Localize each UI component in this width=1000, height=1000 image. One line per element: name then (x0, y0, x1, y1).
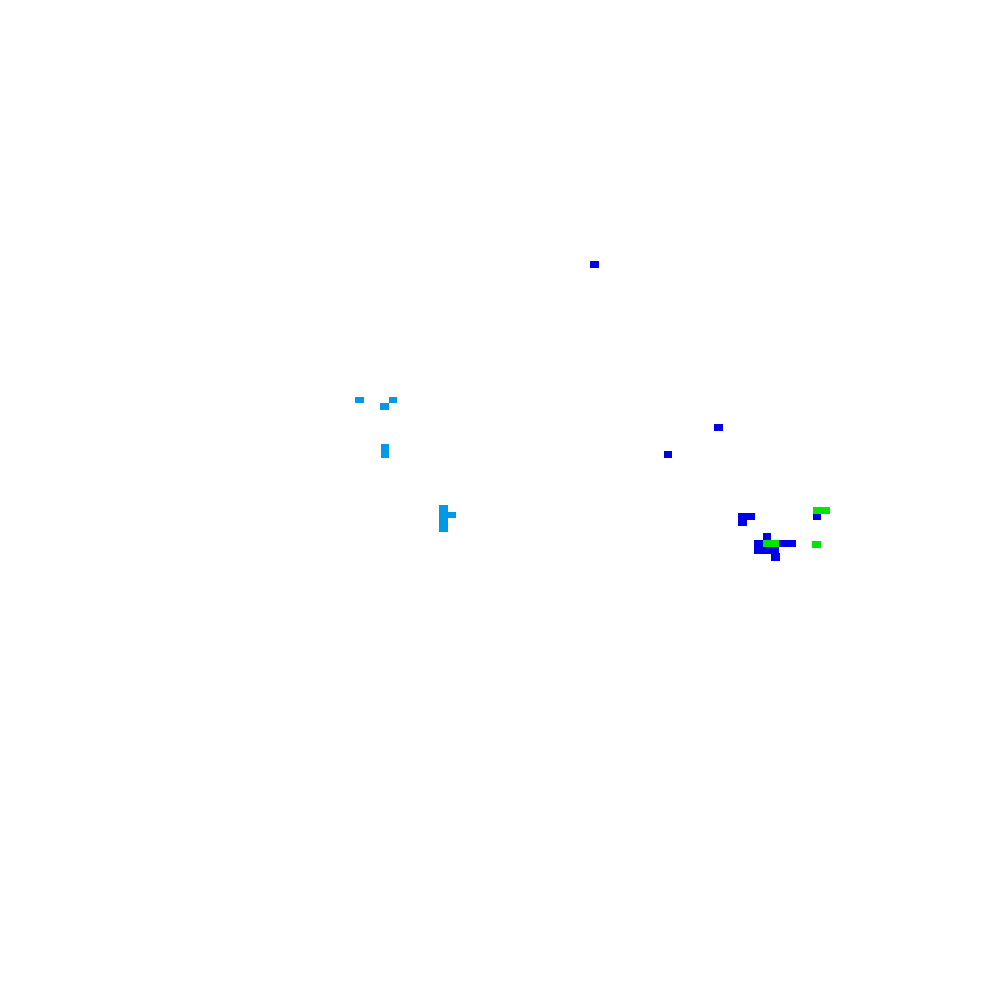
map-cell (446, 512, 456, 518)
green-cells (763, 507, 830, 548)
map-cell (355, 397, 364, 403)
map-cell (590, 261, 599, 268)
map-cell (763, 540, 779, 547)
map-cell (381, 444, 389, 458)
map-cell (771, 553, 780, 561)
map-cell (714, 424, 723, 431)
map-cell (738, 513, 755, 520)
map-cell (812, 541, 821, 548)
map-cell (763, 533, 771, 540)
map-cell (813, 507, 830, 514)
light-blue-cells (355, 397, 456, 532)
blue-cells (590, 261, 821, 561)
map-cell (754, 547, 779, 554)
map-cell (664, 451, 672, 458)
map-cell (738, 519, 747, 526)
map-cell (439, 505, 448, 532)
map-cell (779, 540, 796, 547)
map-cell (380, 403, 389, 410)
map-cell (389, 397, 397, 403)
map-cell (813, 513, 821, 520)
